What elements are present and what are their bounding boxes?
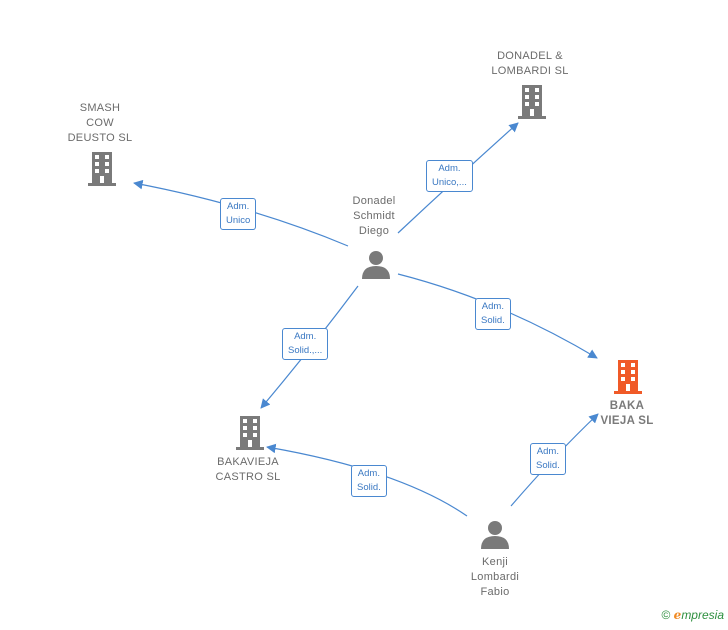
- building-icon[interactable]: [234, 416, 266, 450]
- node-label-smash-cow-deusto[interactable]: SMASH COW DEUSTO SL: [67, 102, 133, 144]
- node-label-donadel-lombardi[interactable]: DONADEL & LOMBARDI SL: [491, 50, 569, 77]
- brand-logo-text: mpresia: [681, 608, 724, 622]
- brand-footer: © empresia: [661, 608, 724, 622]
- building-icon-highlighted[interactable]: [612, 360, 644, 394]
- edge-label-adm-solid-more[interactable]: Adm. Solid.,...: [282, 328, 329, 360]
- edge-label-adm-solid[interactable]: Adm. Solid.: [475, 298, 511, 330]
- edge-label-adm-unico[interactable]: Adm. Unico: [220, 198, 257, 230]
- edge-label-adm-solid[interactable]: Adm. Solid.: [351, 465, 387, 497]
- building-icon[interactable]: [516, 85, 548, 119]
- node-label-baka-vieja[interactable]: BAKA VIEJA SL: [600, 400, 654, 427]
- building-icon[interactable]: [86, 152, 118, 186]
- copyright-symbol: ©: [661, 608, 671, 622]
- node-label-bakavieja-castro[interactable]: BAKAVIEJA CASTRO SL: [215, 456, 281, 483]
- person-icon[interactable]: [361, 249, 391, 279]
- node-label-donadel-schmidt-diego[interactable]: Donadel Schmidt Diego: [352, 195, 396, 237]
- edge-label-adm-solid[interactable]: Adm. Solid.: [530, 443, 566, 475]
- edge-label-adm-unico-more[interactable]: Adm. Unico,...: [426, 160, 473, 192]
- node-label-kenji-lombardi-fabio[interactable]: Kenji Lombardi Fabio: [470, 556, 520, 598]
- brand-logo-initial: e: [673, 608, 682, 622]
- person-icon[interactable]: [480, 519, 510, 549]
